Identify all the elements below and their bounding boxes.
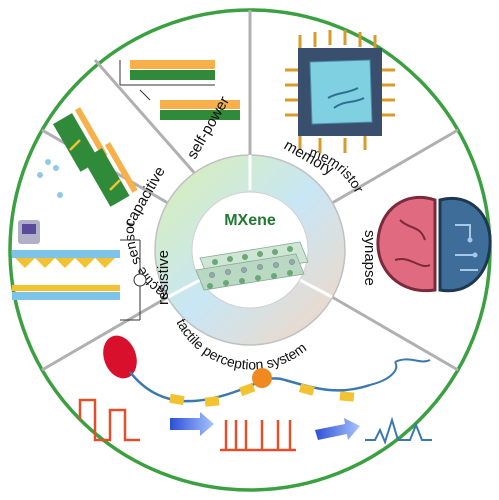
segment-dividers bbox=[41, 10, 459, 372]
synapse-label: synapse bbox=[361, 230, 378, 286]
memory-chip-icon bbox=[285, 30, 395, 153]
center-title: MXene bbox=[224, 212, 276, 229]
perception-illustration bbox=[78, 335, 432, 452]
brain-icon bbox=[376, 195, 492, 293]
capacitive-illustration bbox=[37, 107, 138, 207]
resistive-illustration bbox=[12, 220, 147, 321]
self-power-illustration bbox=[119, 60, 240, 120]
mxene-lattice-icon bbox=[195, 241, 309, 291]
resistive-label: resistive bbox=[155, 250, 172, 305]
